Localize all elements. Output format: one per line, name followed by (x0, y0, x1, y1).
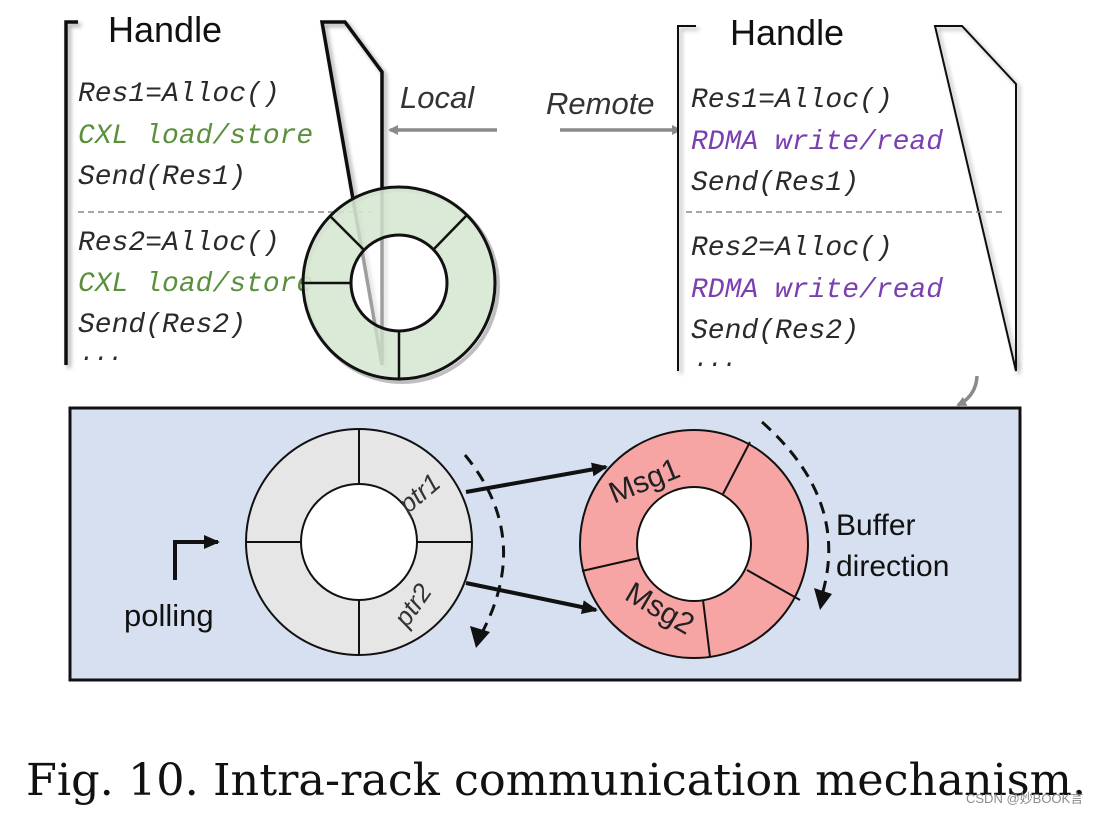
watermark: CSDN @妙BOOK言 (966, 791, 1083, 806)
right-rdma-line: RDMA write/read (691, 275, 943, 306)
right-code-line: Res2=Alloc() (691, 233, 893, 264)
gray-ring-buffer: ptr1 ptr2 (245, 428, 473, 656)
left-code-line: Res1=Alloc() (78, 79, 280, 110)
buffer-direction-arc (761, 420, 831, 596)
buffer-direction-arrowhead (814, 588, 832, 610)
red-ring-buffer: Msg1 Msg2 (579, 429, 809, 659)
right-handle-title: Handle (730, 12, 844, 53)
left-cxl-line: CXL load/store (78, 269, 313, 300)
left-cxl-line: CXL load/store (78, 121, 313, 152)
local-arrow: Local (388, 80, 497, 135)
right-code-line: Send(Res2) (691, 316, 859, 347)
panel-background (68, 406, 1022, 682)
ptr2-arrow (465, 581, 598, 615)
right-code-line: Send(Res1) (691, 168, 859, 199)
polling-label: polling (124, 598, 214, 633)
buffer-label: Buffer (836, 509, 916, 542)
gray-direction-arc (463, 454, 506, 641)
local-label: Local (400, 80, 475, 115)
left-code-line: Res2=Alloc() (78, 228, 280, 259)
right-handle-document: Handle Res1=Alloc() RDMA write/read Send… (677, 12, 1017, 374)
right-rdma-line: RDMA write/read (691, 127, 943, 158)
remote-arrow: Remote (546, 86, 682, 135)
bottom-panel: polling ptr1 ptr2 Msg1 (68, 406, 1022, 682)
doc-to-panel-arrow (956, 375, 979, 407)
right-document-border (677, 25, 1017, 372)
green-ring-buffer (301, 185, 500, 384)
remote-label: Remote (546, 86, 655, 121)
left-ellipsis: ... (80, 341, 123, 368)
right-code-line: Res1=Alloc() (691, 85, 893, 116)
direction-label: direction (836, 550, 949, 583)
left-handle-title: Handle (108, 9, 222, 50)
polling-arrow (173, 535, 220, 580)
left-code-line: Send(Res2) (78, 310, 246, 341)
right-ellipsis: ... (694, 347, 737, 374)
ptr1-arrow (465, 462, 608, 494)
left-code-line: Send(Res1) (78, 162, 246, 193)
figure-caption: Fig. 10. Intra-rack communication mechan… (26, 755, 1086, 806)
gray-direction-arrowhead (470, 626, 490, 648)
